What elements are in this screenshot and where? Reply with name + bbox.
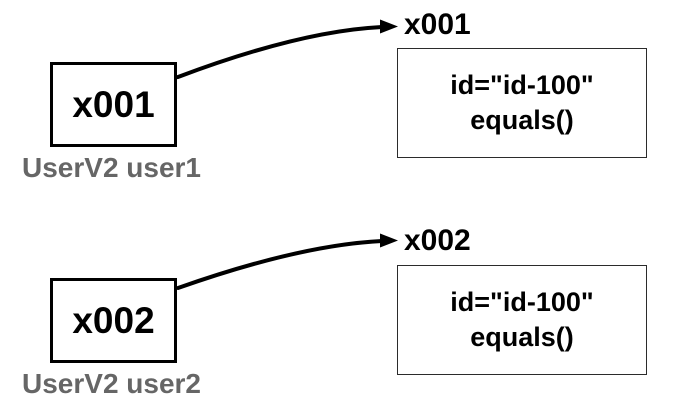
variable-declaration-user1: UserV2 user1 <box>22 152 202 183</box>
variable-box-user1: x001 <box>50 62 177 147</box>
variable-name: x001 <box>72 83 155 125</box>
variable-name: x002 <box>72 299 155 341</box>
object-member-id: id="id-100" <box>450 70 594 100</box>
object-name-x002: x002 <box>404 224 471 257</box>
reference-arrow-user1 <box>176 19 398 79</box>
object-member-id: id="id-100" <box>450 287 594 317</box>
object-member-equals: equals() <box>470 322 574 352</box>
object-box-x002: id="id-100" equals() <box>397 265 647 375</box>
arrowhead-icon <box>380 19 398 34</box>
arrowhead-icon <box>380 233 398 248</box>
object-name-x001: x001 <box>404 8 471 41</box>
object-member-equals: equals() <box>470 105 574 135</box>
variable-declaration-user2: UserV2 user2 <box>22 368 202 399</box>
variable-box-user2: x002 <box>50 278 177 363</box>
object-box-x001: id="id-100" equals() <box>397 48 647 158</box>
reference-arrow-user2 <box>176 233 398 290</box>
